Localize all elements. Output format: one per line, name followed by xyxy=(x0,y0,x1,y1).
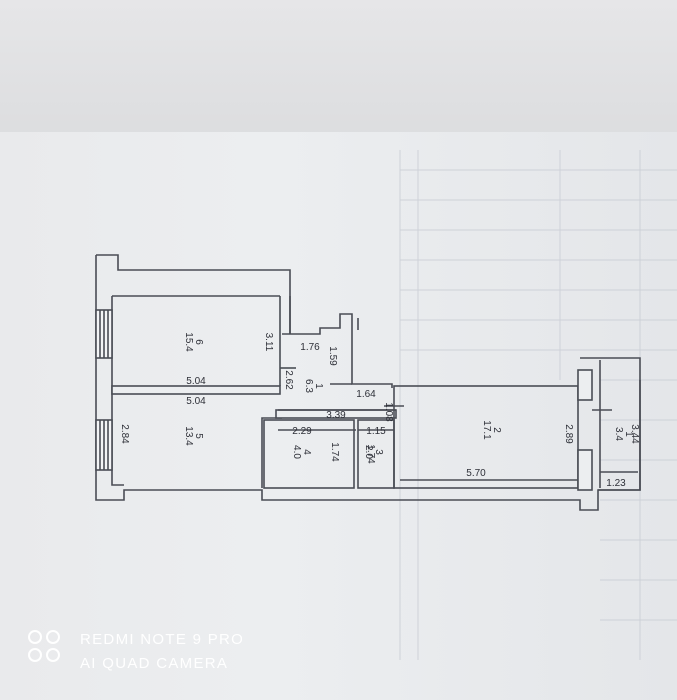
dimension-label: 5.04 xyxy=(186,396,206,407)
dimension-label: 3.11 xyxy=(263,333,274,352)
room-number-label: 1 xyxy=(313,383,324,389)
room-area-label: 13.4 xyxy=(183,426,194,446)
room-area-label: 6.3 xyxy=(303,379,314,393)
dimension-label: 3.44 xyxy=(629,424,640,444)
dimension-label: 1.15 xyxy=(366,426,386,437)
faint-table-grid xyxy=(399,150,677,660)
plan-labels: 6 15.4 5 13.4 1 6.3 4 4.0 3 2.0 2 17.1 1… xyxy=(119,332,640,489)
dimension-label: 1.59 xyxy=(327,346,338,366)
dimension-label: 3.39 xyxy=(326,410,346,421)
room-area-label: 15.4 xyxy=(183,332,194,352)
room-area-label: 2.0 xyxy=(363,445,374,459)
room-area-label: 4.0 xyxy=(291,445,302,459)
camera-lens-icon xyxy=(28,630,72,670)
dimension-label: 2.89 xyxy=(563,424,574,444)
room-area-label: 17.1 xyxy=(481,420,492,440)
room-number-label: 3 xyxy=(373,449,384,455)
dimension-label: 1.64 xyxy=(356,389,376,400)
camera-watermark: REDMI NOTE 9 PRO AI QUAD CAMERA xyxy=(28,628,244,676)
room-number-label: 2 xyxy=(491,427,502,433)
room-number-label: 5 xyxy=(193,433,204,439)
room-number-label: 4 xyxy=(301,449,312,455)
dimension-label: 1.76 xyxy=(300,342,320,353)
dimension-label: 5.04 xyxy=(186,376,206,387)
room-area-label: 3.4 xyxy=(613,427,624,441)
watermark-model: REDMI NOTE 9 PRO xyxy=(80,631,245,648)
walls xyxy=(95,254,641,511)
watermark-camera: AI QUAD CAMERA xyxy=(80,655,229,672)
dimension-label: 2.84 xyxy=(119,424,130,444)
room-number-label: 1 xyxy=(623,431,634,437)
dimension-label: 1.08 xyxy=(383,402,394,422)
dimension-label: 1.74 xyxy=(365,444,376,464)
dimension-label: 1.23 xyxy=(606,478,626,489)
dimension-label: 2.62 xyxy=(283,370,294,390)
dimension-label: 5.70 xyxy=(466,468,486,479)
dimension-label: 2.29 xyxy=(292,426,312,437)
dimension-label: 1.74 xyxy=(329,442,340,462)
background-top xyxy=(0,0,677,140)
room-number-label: 6 xyxy=(193,339,204,345)
